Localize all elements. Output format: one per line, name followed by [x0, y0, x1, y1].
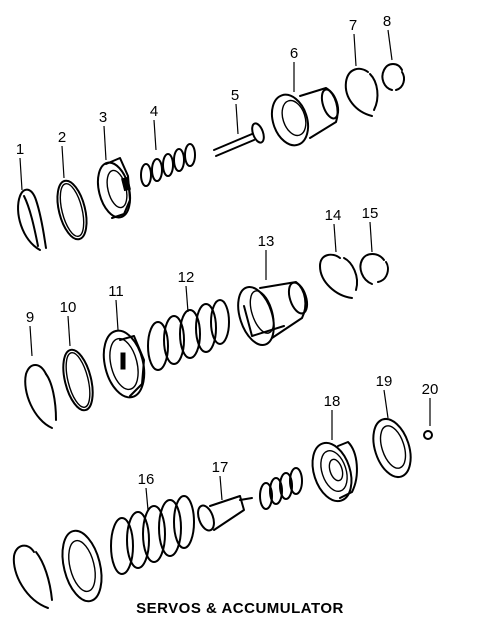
part-17-pin — [197, 495, 253, 532]
part-20-small-seal — [423, 430, 433, 440]
part-6-piston — [270, 87, 340, 147]
callout-10: 10 — [60, 299, 77, 316]
diagram-caption: SERVOS & ACCUMULATOR — [136, 600, 344, 617]
part-18-accumulator-piston — [311, 441, 358, 503]
callout-4: 4 — [150, 103, 158, 120]
callout-1: 1 — [16, 141, 24, 158]
part-8-snap-ring — [381, 63, 405, 91]
callout-8: 8 — [383, 13, 391, 30]
callout-11: 11 — [108, 283, 124, 300]
part-4-spring — [140, 143, 196, 187]
callout-2: 2 — [58, 129, 66, 146]
callout-16: 16 — [138, 471, 155, 488]
part-1-snap-ring — [17, 188, 47, 251]
callout-13: 13 — [258, 233, 275, 250]
callout-7: 7 — [349, 17, 357, 34]
callout-15: 15 — [362, 205, 379, 222]
callout-3: 3 — [99, 109, 107, 126]
washer-unlabeled — [61, 529, 103, 603]
callout-14: 14 — [325, 207, 342, 224]
part-2-seal-ring — [56, 179, 88, 241]
part-16-spring — [110, 495, 195, 575]
part-10-seal-ring — [62, 348, 94, 412]
callout-19: 19 — [376, 373, 393, 390]
part-11-servo-cover — [102, 329, 146, 399]
part-3-servo-cover — [96, 157, 132, 219]
callout-9: 9 — [26, 309, 34, 326]
part-13-piston — [237, 281, 309, 346]
callout-18: 18 — [324, 393, 341, 410]
part-9-snap-ring — [24, 364, 57, 429]
callout-6: 6 — [290, 45, 298, 62]
callout-5: 5 — [231, 87, 239, 104]
part-12-spring — [147, 299, 230, 371]
callout-12: 12 — [178, 269, 195, 286]
small-spring-unlabeled — [259, 467, 303, 510]
callout-20: 20 — [422, 381, 439, 398]
leader-lines — [19, 29, 431, 511]
part-15-snap-ring — [359, 253, 389, 285]
part-5-pin — [213, 122, 265, 157]
callout-17: 17 — [212, 459, 229, 476]
part-19-seal — [372, 417, 412, 479]
part-7-snap-ring — [344, 67, 379, 117]
part-14-snap-ring — [319, 253, 358, 299]
callout-labels: 1 2 3 4 5 6 7 8 9 10 11 12 13 14 15 16 1… — [16, 13, 439, 488]
snap-ring-unlabeled — [12, 544, 53, 609]
